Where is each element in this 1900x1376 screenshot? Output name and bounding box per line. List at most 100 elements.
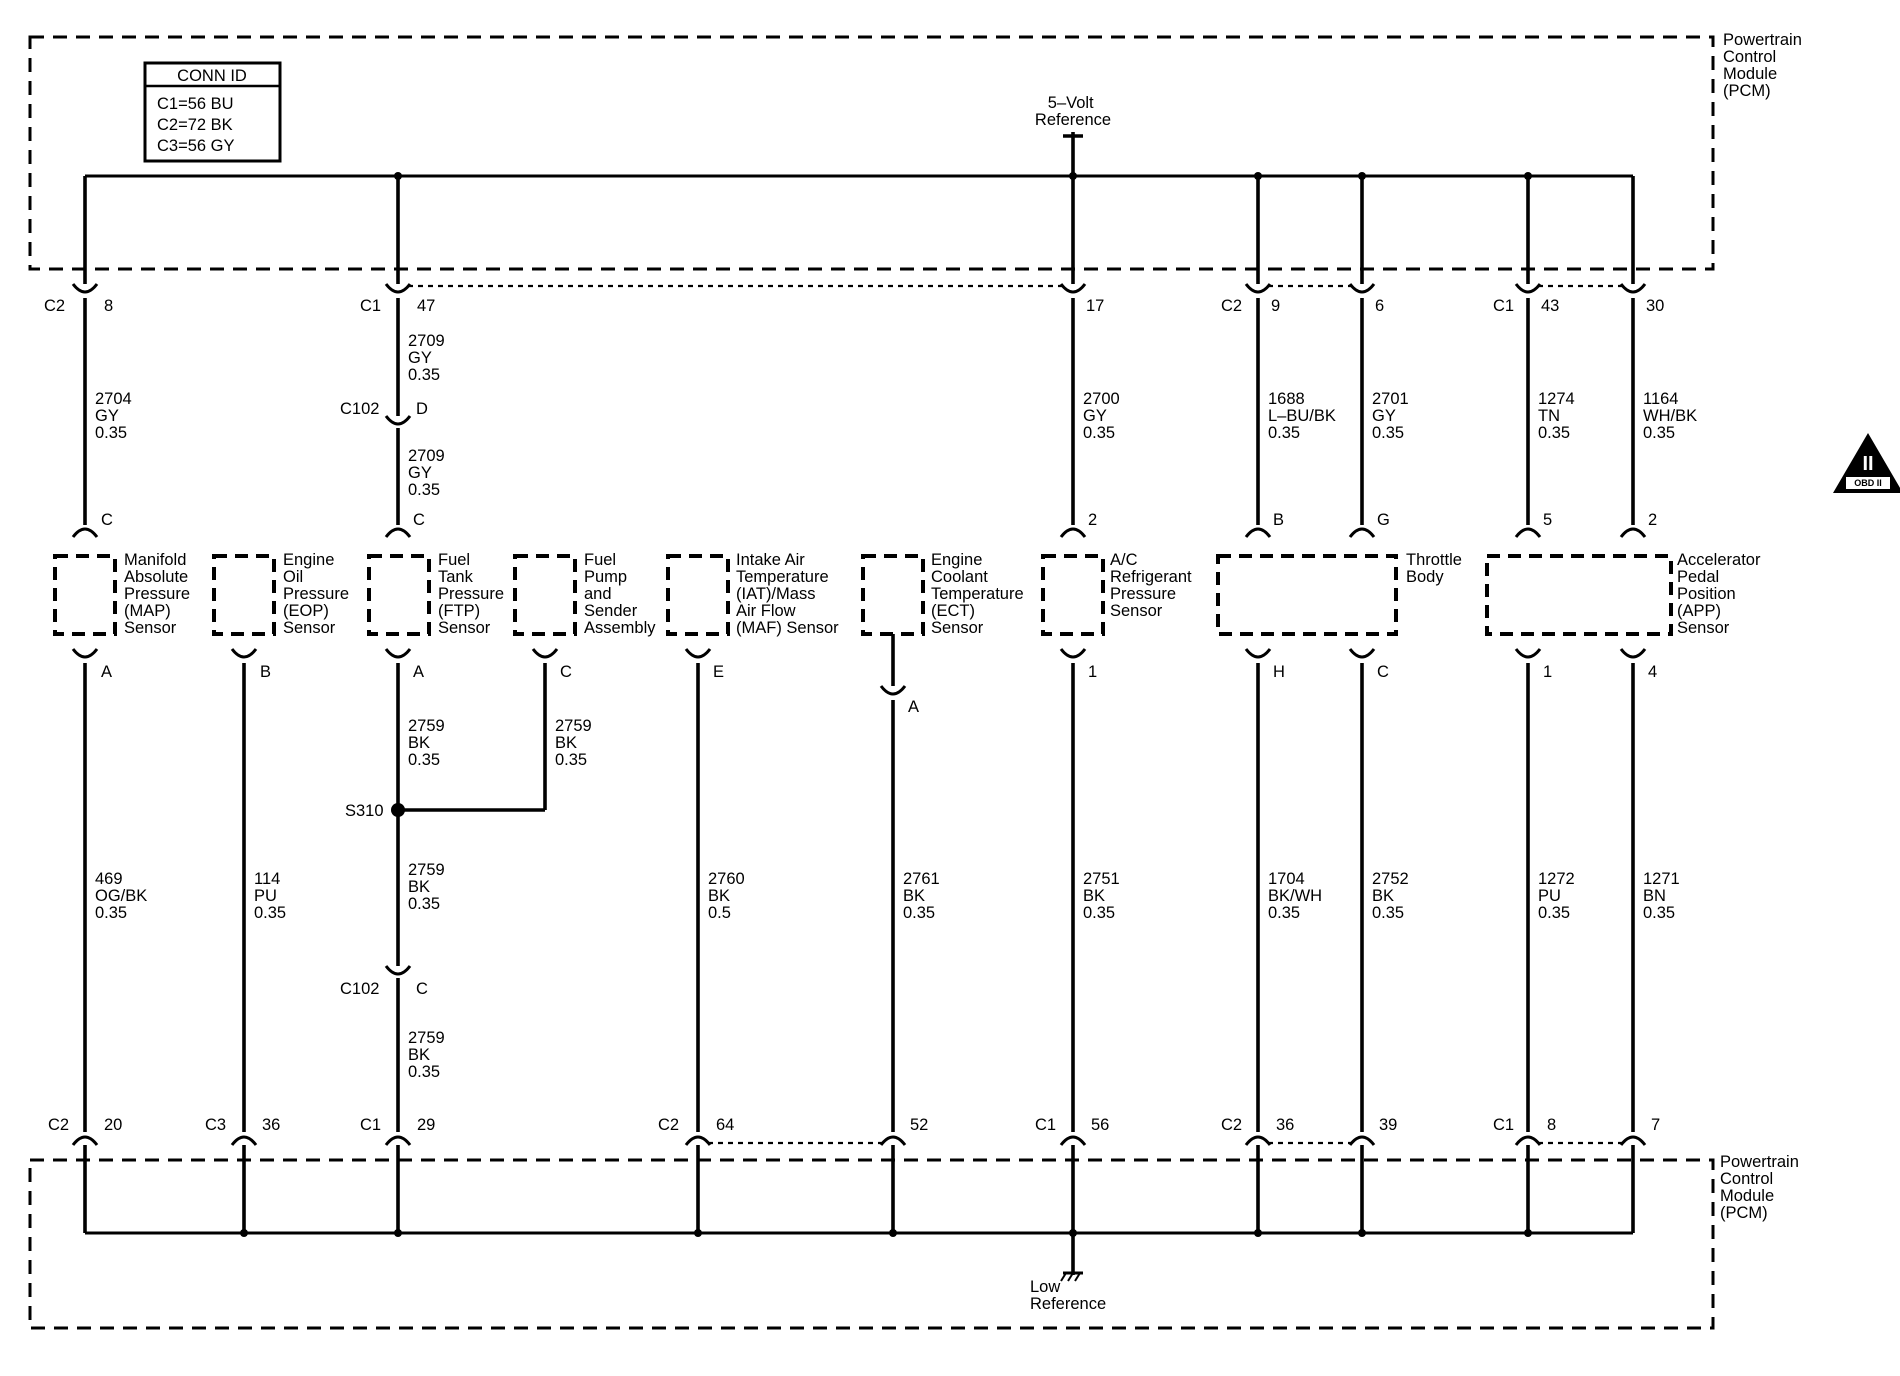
pcm-top-boundary [28,35,1715,271]
inline-connector-c102-d: C102 D [340,400,428,426]
svg-text:A: A [908,698,919,716]
pcm-bottom-connectors [71,1135,1647,1146]
wire-label: 2759 BK 0.35 [408,717,449,769]
low-reference-label: Low Reference [1030,1278,1106,1313]
top-conn-label: C2 [44,297,65,315]
sensor-top-connectors [71,527,1647,538]
bottom-pin-number: 20 [104,1116,122,1134]
upper-vertical-wires [83,176,1635,284]
throttle-body-box [1216,554,1398,636]
top-pin-number: 43 [1541,297,1559,315]
svg-text:C: C [416,980,428,998]
top-pin-labels: C2 8 C1 47 17 C2 9 6 C1 43 30 [44,297,1664,315]
lower-pcm-wires [83,1145,1635,1275]
pcm-top-connectors [71,283,1647,294]
svg-text:2: 2 [1088,511,1097,529]
svg-text:C: C [1377,663,1389,681]
svg-text:G: G [1377,511,1390,529]
wire-label: 2759 BK 0.35 [555,717,596,769]
upper-signal-wires [83,298,1635,525]
bottom-conn-label: C1 [1035,1116,1056,1134]
sensor-bottom-pin-labels: A B A C E A 1 H C 1 4 [101,663,1657,716]
svg-text:C: C [560,663,572,681]
wire-label: 2700 GY 0.35 [1083,390,1124,442]
ac-pressure-sensor-box [1041,554,1105,636]
top-conn-label: C2 [1221,297,1242,315]
top-pin-number: 47 [417,297,435,315]
conn-id-row: C1=56 BU [157,95,234,113]
bottom-pin-number: 52 [910,1116,928,1134]
wire-label: 2761 BK 0.35 [903,870,944,922]
fuel-pump-label: Fuel Pump and Sender Assembly [584,551,656,637]
top-conn-label: C1 [1493,297,1514,315]
five-volt-reference-label: 5–Volt Reference [1035,94,1111,129]
bottom-pin-number: 39 [1379,1116,1397,1134]
svg-text:5: 5 [1543,511,1552,529]
bottom-pin-labels: C2 20 C3 36 C1 29 C2 64 52 C1 56 C2 36 3… [48,1116,1660,1134]
top-pin-number: 8 [104,297,113,315]
ground-icon [1060,1271,1083,1282]
svg-text:1: 1 [1088,663,1097,681]
fuel-pump-box [513,554,577,636]
bottom-pin-number: 56 [1091,1116,1109,1134]
wire-label: 2752 BK 0.35 [1372,870,1413,922]
sensor-bottom-connectors [71,648,1647,659]
wire-label: 114 PU 0.35 [254,870,286,922]
svg-text:II: II [1862,453,1873,475]
bottom-conn-label: C2 [658,1116,679,1134]
conn-id-box: CONN ID C1=56 BU C2=72 BK C3=56 GY [143,61,282,163]
app-sensor-box [1485,554,1673,636]
throttle-body-label: Throttle Body [1406,551,1467,586]
wire-label: 1164 WH/BK 0.35 [1643,390,1702,442]
bottom-pin-number: 64 [716,1116,734,1134]
wire-label: 1274 TN 0.35 [1538,390,1579,442]
ac-pressure-sensor-label: A/C Refrigerant Pressure Sensor [1110,551,1196,620]
bottom-pin-number: 36 [262,1116,280,1134]
splice-s310-label: S310 [345,802,384,820]
splice-s310-dot [391,803,405,817]
top-pin-number: 17 [1086,297,1104,315]
svg-text:2: 2 [1648,511,1657,529]
conn-id-title: CONN ID [177,67,247,85]
wire-label: 2709 GY 0.35 [408,447,449,499]
ftp-sensor-label: Fuel Tank Pressure (FTP) Sensor [438,551,509,637]
bottom-conn-label: C3 [205,1116,226,1134]
svg-text:C: C [101,511,113,529]
wire-label: 1688 L–BU/BK 0.35 [1268,390,1340,442]
svg-text:B: B [1273,511,1284,529]
wire-label: 1271 BN 0.35 [1643,870,1684,922]
wire-label: 2704 GY 0.35 [95,390,136,442]
svg-text:E: E [713,663,724,681]
iat-maf-sensor-box [666,554,730,636]
bottom-conn-label: C2 [48,1116,69,1134]
app-sensor-label: Accelerator Pedal Position (APP) Sensor [1677,551,1765,637]
upper-wire-labels: 2704 GY 0.35 2709 GY 0.35 2709 GY 0.35 2… [95,332,1702,499]
iat-maf-sensor-label: Intake Air Temperature (IAT)/Mass Air Fl… [736,551,839,637]
bottom-pin-number: 7 [1651,1116,1660,1134]
inline-connector-c102-c: C102 C [340,965,428,998]
sensor-top-pin-labels: C C 2 B G 5 2 [101,511,1657,529]
wire-label: 2760 BK 0.5 [708,870,749,922]
top-pin-number: 6 [1375,297,1384,315]
svg-text:A: A [413,663,424,681]
top-pin-number: 9 [1271,297,1280,315]
wire-label: 2759 BK 0.35 [408,1029,449,1081]
bottom-pin-number: 36 [1276,1116,1294,1134]
eop-sensor-box [212,554,276,636]
pcm-top-label: Powertrain Control Module (PCM) [1723,31,1806,100]
wire-label: 2751 BK 0.35 [1083,870,1124,922]
eop-sensor-label: Engine Oil Pressure (EOP) Sensor [283,551,354,637]
wire-label: 2709 GY 0.35 [408,332,449,384]
ect-inline-connector [879,685,907,696]
bottom-conn-label: C2 [1221,1116,1242,1134]
svg-text:1: 1 [1543,663,1552,681]
bottom-conn-label: C1 [1493,1116,1514,1134]
bottom-pin-number: 29 [417,1116,435,1134]
svg-text:C: C [413,511,425,529]
wire-label: 1272 PU 0.35 [1538,870,1579,922]
bottom-pin-number: 8 [1547,1116,1556,1134]
svg-text:A: A [101,663,112,681]
svg-text:B: B [260,663,271,681]
